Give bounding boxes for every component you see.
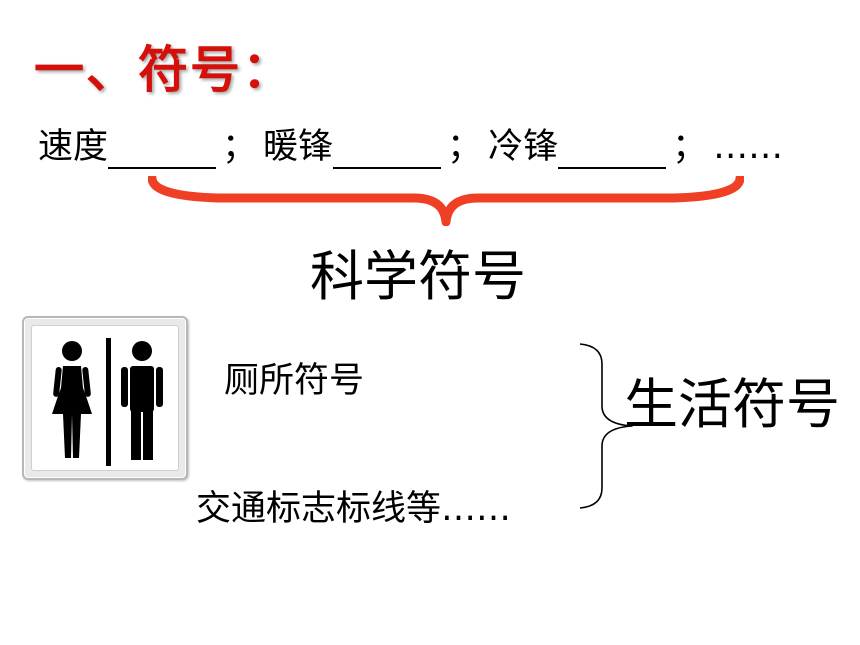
- restroom-sign: [22, 316, 188, 480]
- black-brace-icon: [579, 343, 633, 509]
- red-brace-icon: [148, 176, 744, 226]
- cold-front-term: 冷锋: [488, 127, 559, 167]
- restroom-icon: [52, 338, 163, 466]
- warm-front-term: 暖锋: [263, 127, 334, 167]
- slide-title: 一、符号：: [34, 40, 294, 99]
- separator: ；: [222, 127, 258, 167]
- speed-blank: [108, 133, 217, 169]
- restroom-symbol-text: 厕所符号: [224, 361, 365, 401]
- traffic-sign-text: 交通标志标线等……: [196, 489, 512, 529]
- science-examples-line: 速度；暖锋；冷锋；……: [38, 118, 783, 169]
- life-symbol-label: 生活符号: [624, 373, 840, 436]
- speed-term: 速度: [38, 127, 109, 167]
- separator: ；: [447, 127, 483, 167]
- ellipsis: ……: [713, 127, 784, 167]
- warm-front-blank: [333, 133, 442, 169]
- science-symbol-label: 科学符号: [310, 245, 526, 308]
- cold-front-blank: [558, 133, 667, 169]
- separator: ；: [672, 127, 708, 167]
